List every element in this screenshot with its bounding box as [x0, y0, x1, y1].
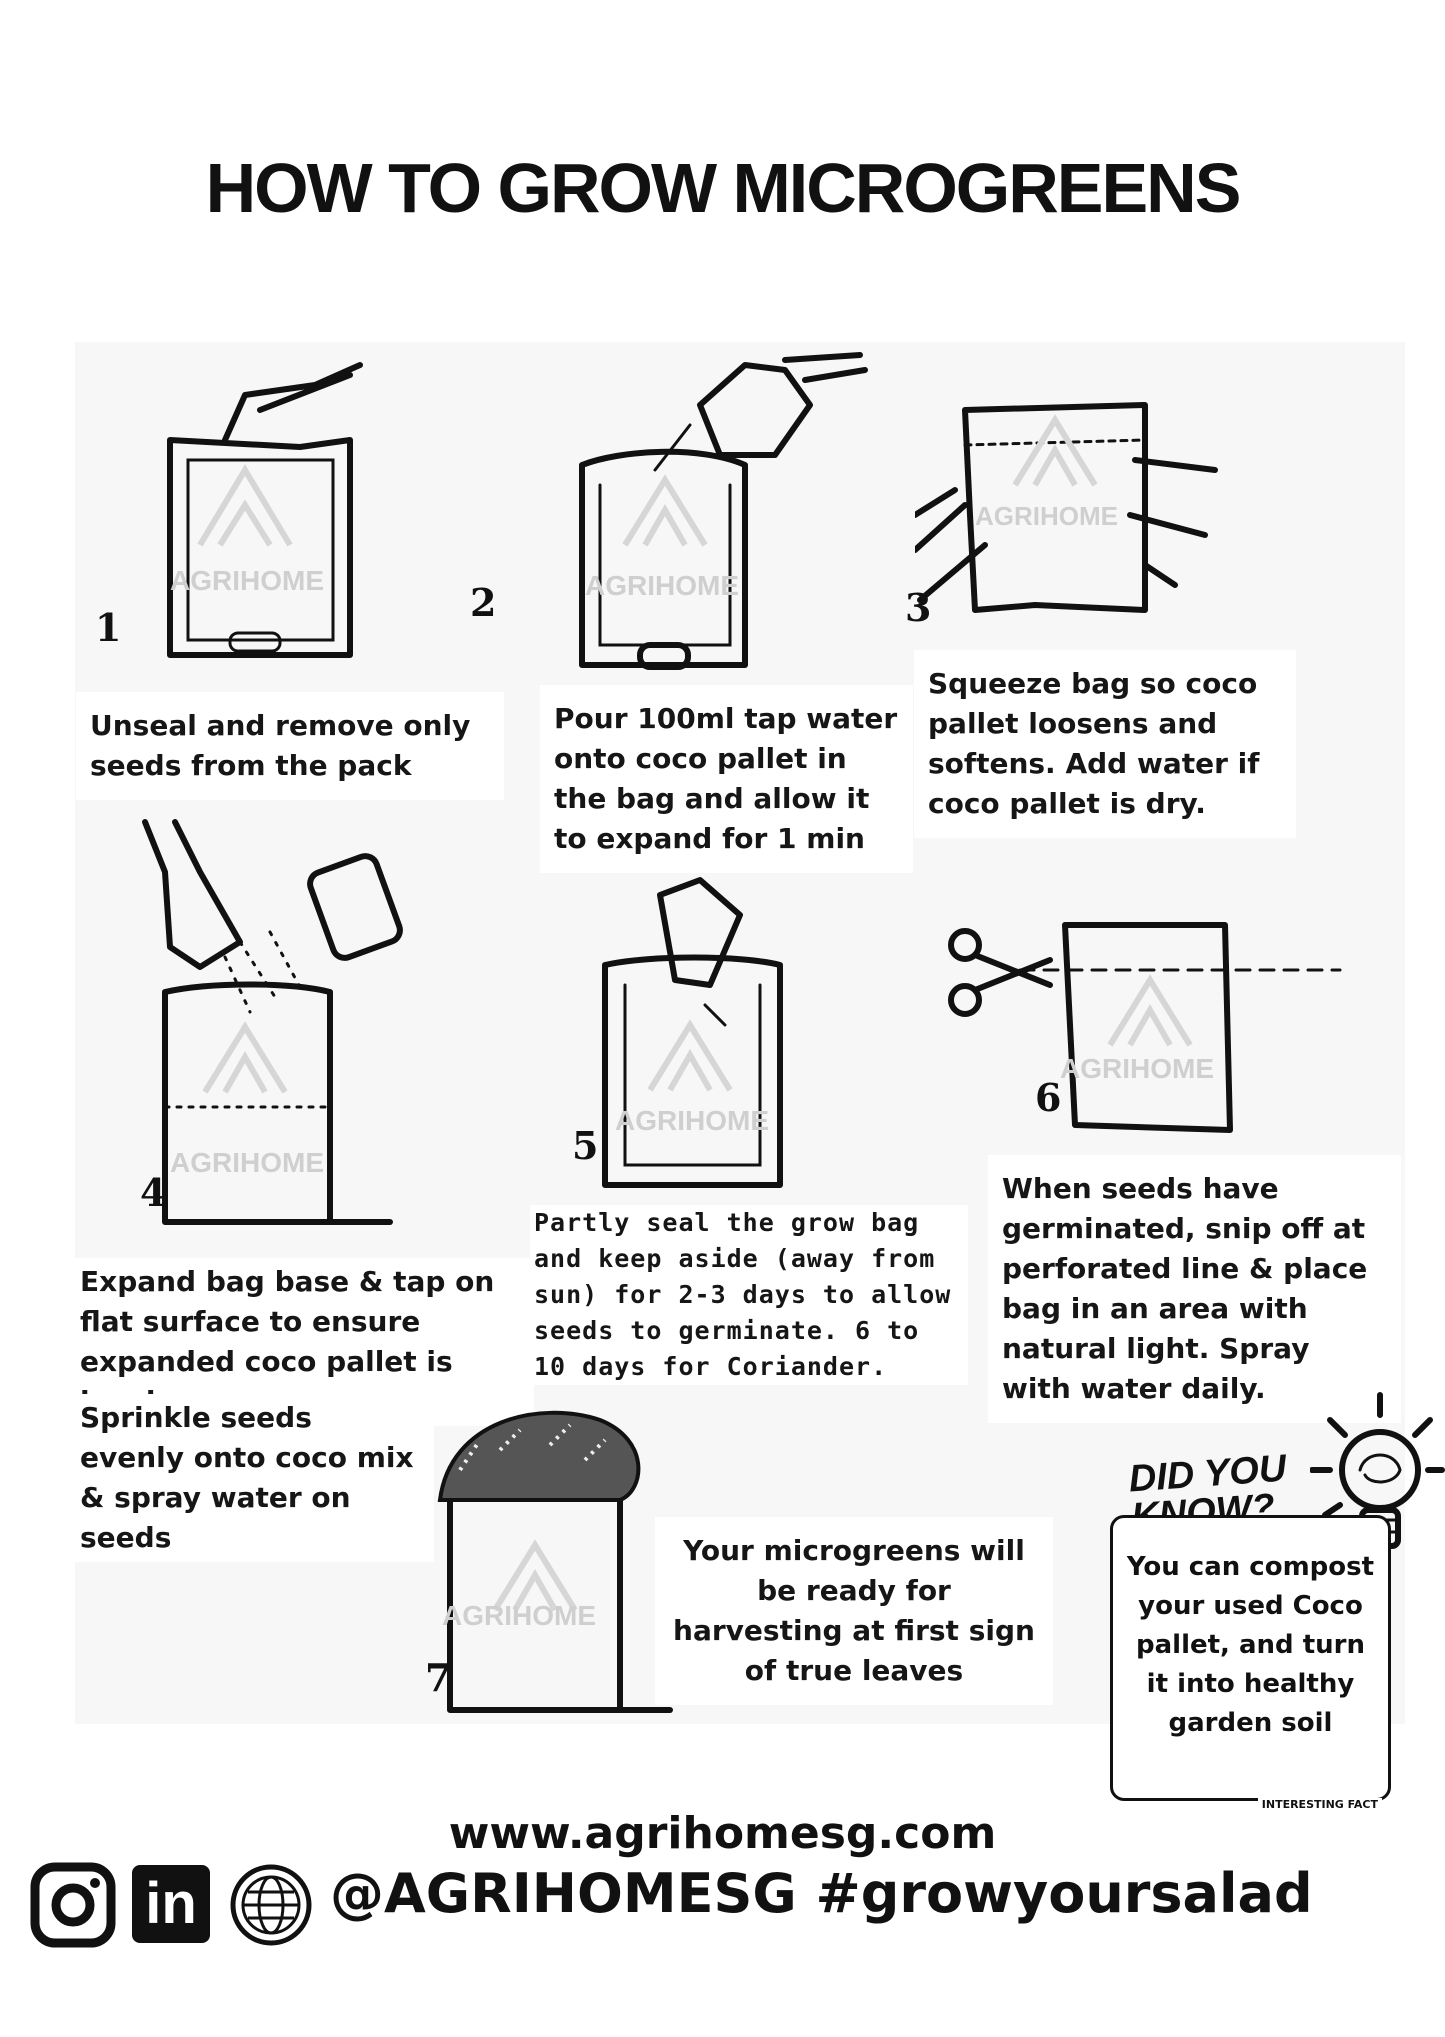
step-4-number: 4 — [140, 1170, 167, 1215]
svg-text:AGRIHOME: AGRIHOME — [170, 565, 324, 596]
step-4b-text: Sprinkle seeds evenly onto coco mix & sp… — [66, 1394, 434, 1562]
step-3-text: Squeeze bag so coco pallet loosens and s… — [914, 650, 1296, 838]
did-you-know-box: You can compost your used Coco pallet, a… — [1110, 1515, 1391, 1811]
watermark-logo: AGRIHOME — [615, 1019, 769, 1136]
step-2-number: 2 — [470, 580, 497, 625]
page-title: HOW TO GROW MICROGREENS — [205, 149, 1242, 227]
step-5-illustration: AGRIHOME — [602, 877, 783, 1188]
fact-tag: INTERESTING FACT — [1257, 1798, 1382, 1811]
step-1-text: Unseal and remove only seeds from the pa… — [76, 692, 504, 800]
svg-text:AGRIHOME: AGRIHOME — [1060, 1053, 1214, 1084]
watermark-logo: AGRIHOME — [1060, 974, 1214, 1084]
svg-text:AGRIHOME: AGRIHOME — [975, 501, 1118, 531]
step-2-text: Pour 100ml tap water onto coco pallet in… — [540, 685, 913, 873]
linkedin-icon[interactable]: in — [132, 1865, 210, 1943]
watermark-logo: AGRIHOME — [170, 1021, 324, 1178]
step-3-number: 3 — [905, 585, 932, 630]
watermark-logo: AGRIHOME — [975, 414, 1118, 531]
svg-text:AGRIHOME: AGRIHOME — [615, 1105, 769, 1136]
website-link[interactable]: www.agrihomesg.com — [448, 1808, 997, 1859]
svg-text:AGRIHOME: AGRIHOME — [170, 1147, 324, 1178]
watermark-logo: AGRIHOME — [585, 474, 739, 601]
step-5-number: 5 — [572, 1123, 599, 1168]
instagram-icon[interactable] — [30, 1862, 116, 1948]
globe-icon[interactable] — [228, 1862, 314, 1948]
step-6-illustration: AGRIHOME — [948, 922, 1342, 1133]
step-5-text: Partly seal the grow bag and keep aside … — [530, 1205, 968, 1385]
step-6-number: 6 — [1035, 1075, 1062, 1120]
step-4-illustration: AGRIHOME — [142, 819, 403, 1225]
step-6-text: When seeds have germinated, snip off at … — [988, 1155, 1401, 1423]
step-7-number: 7 — [425, 1655, 452, 1700]
svg-text:AGRIHOME: AGRIHOME — [442, 1600, 596, 1631]
watermark-logo: AGRIHOME — [442, 1539, 596, 1631]
step-1-illustration: AGRIHOME — [167, 362, 363, 658]
step-7-text: Your microgreens will be ready for harve… — [655, 1517, 1053, 1705]
fact-text: You can compost your used Coco pallet, a… — [1126, 1552, 1375, 1738]
step-3-illustration: AGRIHOME — [915, 402, 1218, 613]
step-7-illustration: AGRIHOME — [437, 1410, 673, 1713]
step-2-illustration: AGRIHOME — [579, 352, 868, 670]
social-handle: @AGRIHOMESG #growyoursalad — [330, 1862, 1313, 1925]
step-1-number: 1 — [95, 605, 122, 650]
watermark-logo: AGRIHOME — [170, 464, 324, 596]
svg-text:AGRIHOME: AGRIHOME — [585, 570, 739, 601]
